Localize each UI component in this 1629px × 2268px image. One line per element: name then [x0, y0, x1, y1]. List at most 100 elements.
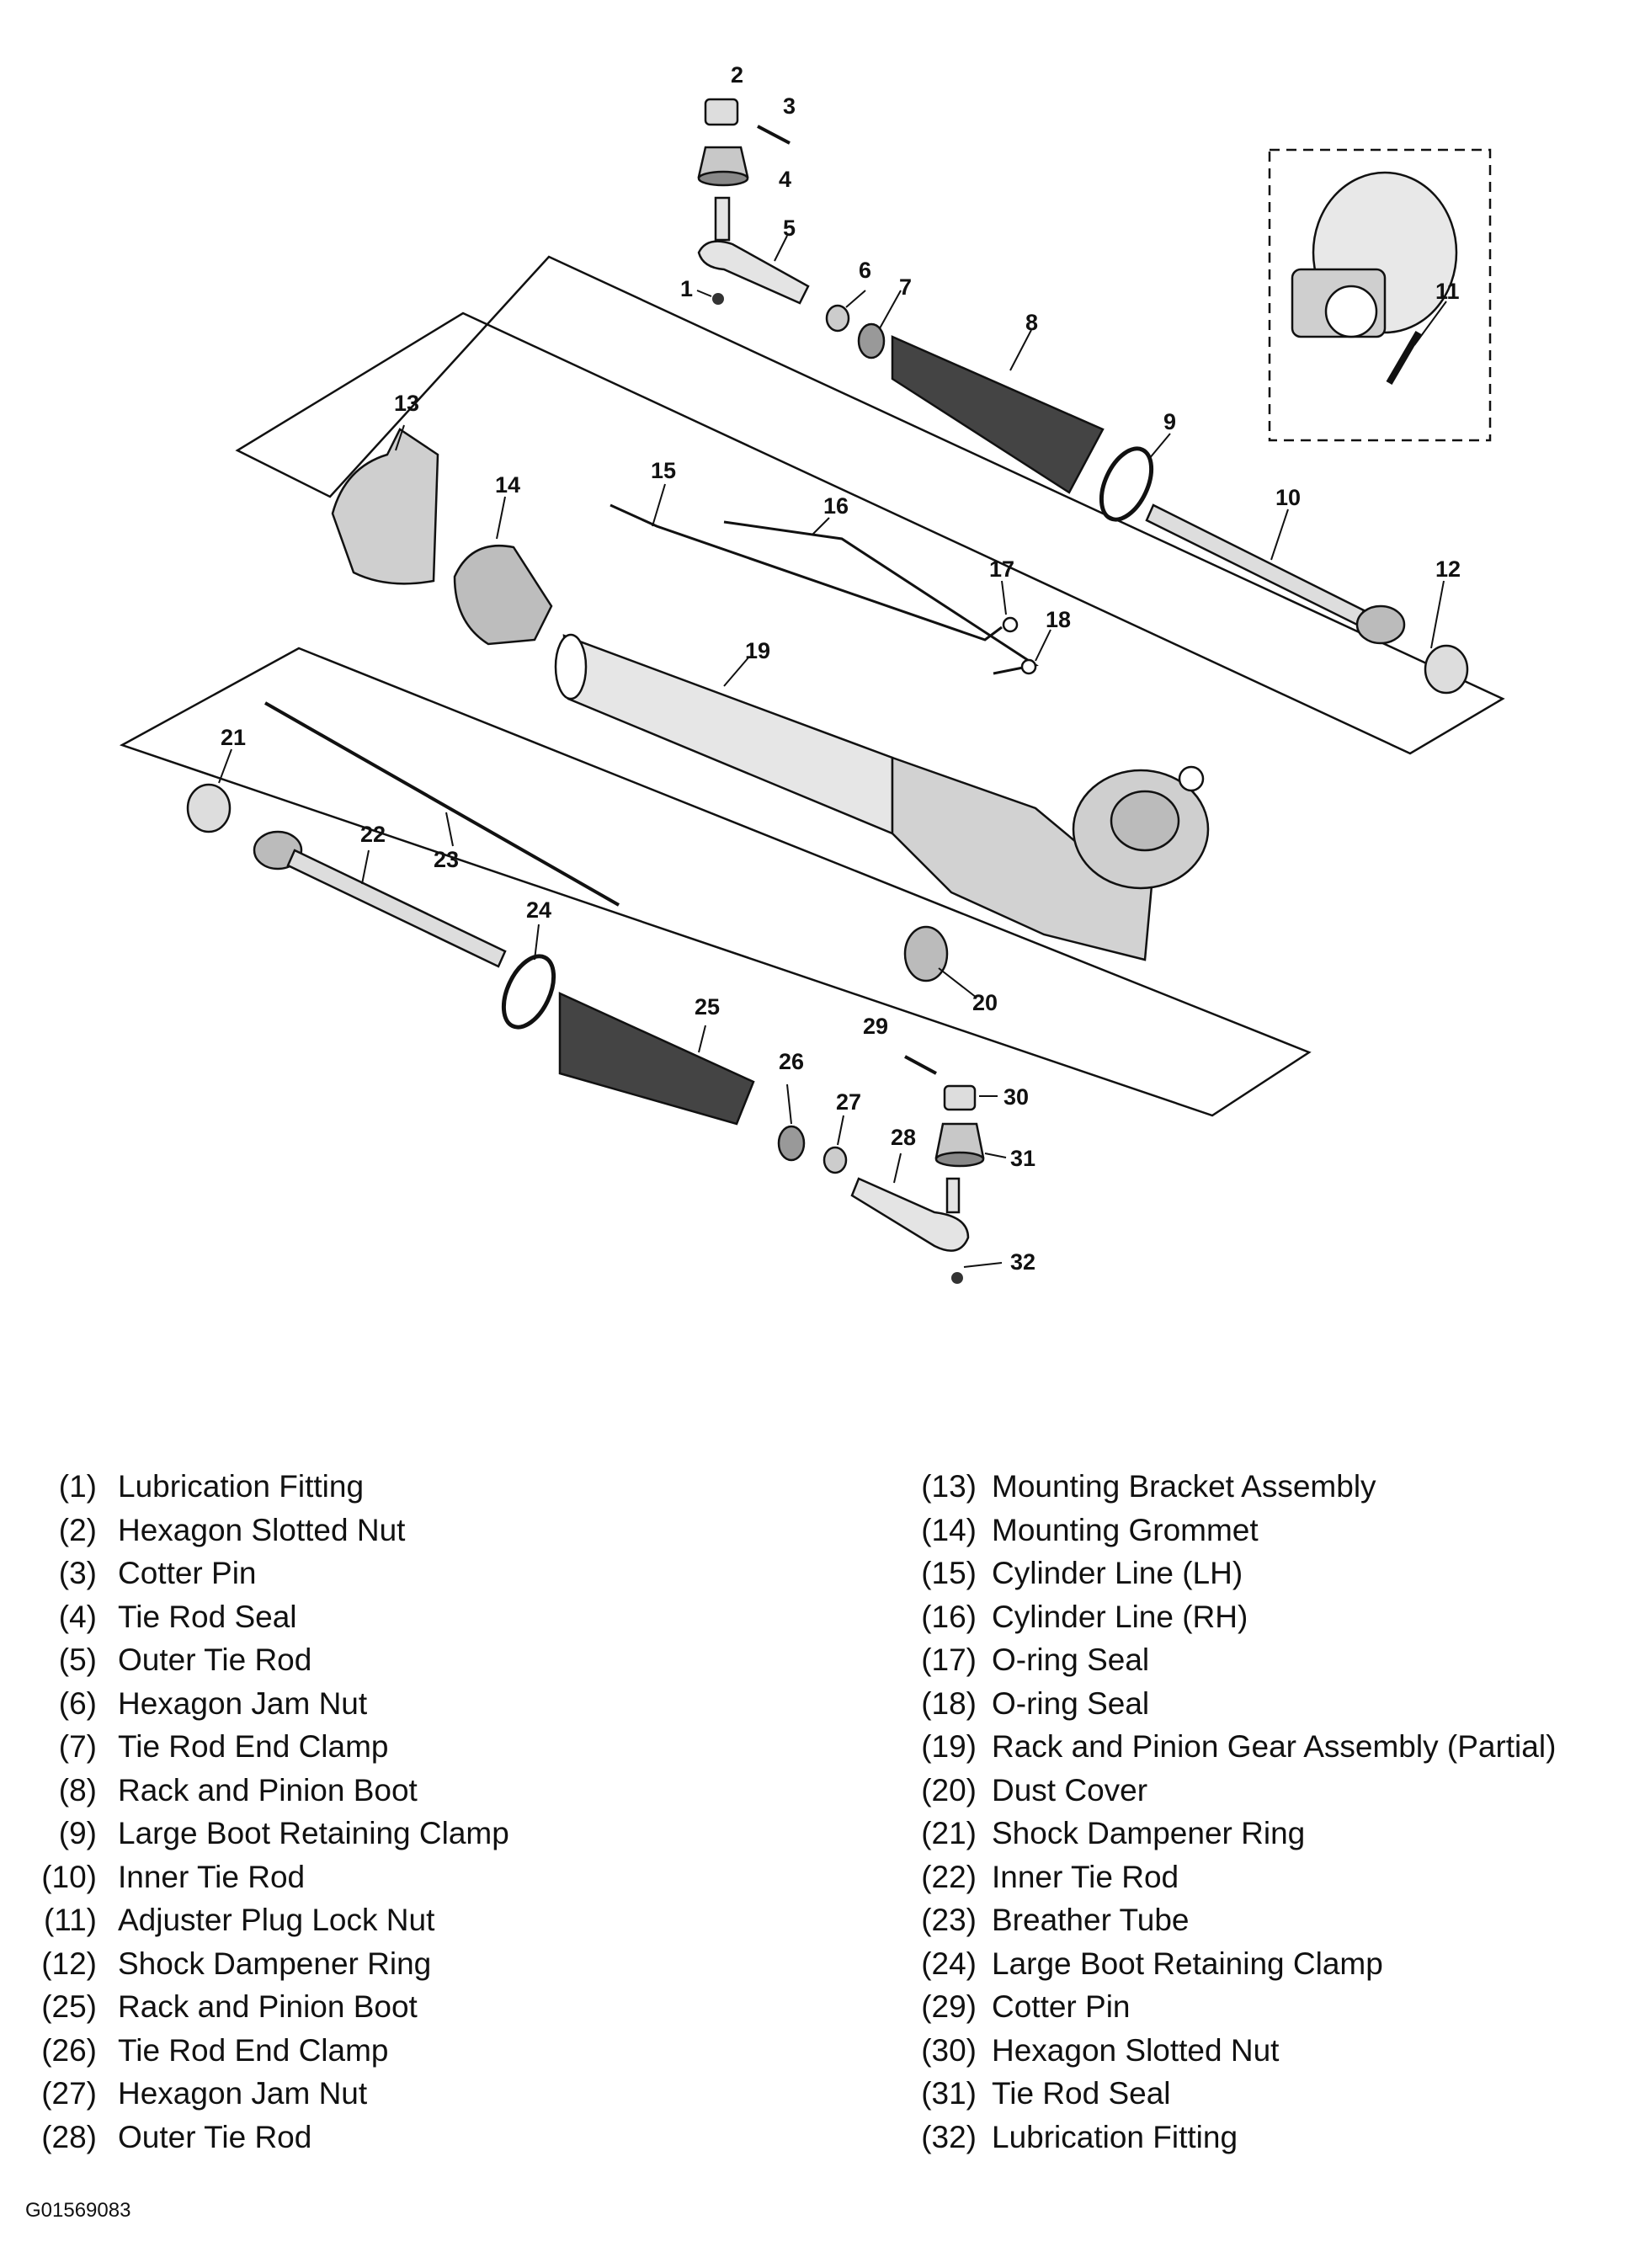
legend-label: Outer Tie Rod — [118, 2119, 312, 2154]
callout-10: 10 — [1275, 485, 1301, 510]
legend-number: (1) — [58, 1469, 97, 1504]
legend-label: O-ring Seal — [992, 1685, 1150, 1721]
legend-number: (4) — [58, 1599, 97, 1634]
legend-number: (6) — [58, 1685, 97, 1721]
legend-number: (21) — [921, 1816, 977, 1850]
legend-label: Lubrication Fitting — [118, 1469, 365, 1504]
callout-26: 26 — [779, 1049, 804, 1074]
legend-label: O-ring Seal — [992, 1642, 1150, 1677]
legend-label: Cotter Pin — [118, 1556, 257, 1590]
mounting-grommet — [453, 544, 553, 646]
legend-label: Tie Rod End Clamp — [118, 2032, 389, 2068]
legend-label: Dust Cover — [992, 1772, 1148, 1807]
legend-item: (5)Outer Tie Rod — [34, 1638, 791, 1682]
legend-label: Cylinder Line (LH) — [992, 1556, 1243, 1590]
legend-item: (32)Lubrication Fitting — [901, 2116, 1625, 2159]
callout-8: 8 — [1025, 310, 1038, 335]
legend-number: (31) — [921, 2076, 977, 2111]
callout-6: 6 — [859, 258, 871, 283]
callout-28: 28 — [891, 1125, 916, 1150]
callout-2: 2 — [731, 62, 743, 88]
shock-dampener-ring-left — [186, 783, 232, 833]
legend-label: Tie Rod Seal — [118, 1599, 297, 1634]
legend-label: Hexagon Jam Nut — [118, 2076, 368, 2111]
tie-rod-end-clamp-left — [777, 1125, 806, 1162]
legend-item: (2)Hexagon Slotted Nut — [34, 1509, 791, 1552]
legend-item: (28)Outer Tie Rod — [34, 2116, 791, 2159]
exploded-parts-diagram: 1 2 3 4 5 6 7 8 9 10 11 12 13 14 15 16 1… — [119, 62, 1505, 1284]
adjuster-plug-lock-nut — [1386, 330, 1422, 386]
o-ring-seal-17 — [1002, 616, 1019, 633]
legend-number: (22) — [921, 1859, 977, 1894]
legend-label: Tie Rod Seal — [992, 2076, 1171, 2111]
shock-dampener-ring-right — [1424, 644, 1469, 695]
legend-label: Hexagon Slotted Nut — [118, 1512, 406, 1547]
upper-assembly-panel — [235, 255, 1505, 755]
rack-pinion-gear-assembly — [554, 633, 1210, 961]
callout-20: 20 — [972, 990, 998, 1015]
callout-11: 11 — [1435, 279, 1460, 304]
callout-29: 29 — [863, 1014, 888, 1039]
legend-item: (12)Shock Dampener Ring — [34, 1942, 791, 1986]
inner-tie-rod-top — [1145, 503, 1406, 645]
legend-item: (3)Cotter Pin — [34, 1552, 791, 1595]
legend-label: Inner Tie Rod — [118, 1859, 306, 1894]
legend-label: Adjuster Plug Lock Nut — [118, 1903, 435, 1937]
o-ring-seal-18 — [1020, 658, 1037, 675]
legend-number: (23) — [921, 1903, 977, 1937]
legend-label: Breather Tube — [992, 1903, 1190, 1937]
legend-number: (17) — [921, 1642, 977, 1677]
adjuster-plug-inset — [1291, 171, 1458, 338]
legend-item: (27)Hexagon Jam Nut — [34, 2072, 791, 2116]
legend-item: (4) Tie Rod Seal — [34, 1595, 791, 1639]
legend-number: (7) — [58, 1729, 97, 1764]
legend-label: Rack and Pinion Boot — [118, 1989, 418, 2024]
legend-number: (32) — [921, 2119, 977, 2154]
legend-item: (23) Breather Tube — [901, 1898, 1625, 1942]
lubrication-fitting-top — [712, 293, 724, 305]
legend-item: (18) O-ring Seal — [901, 1682, 1625, 1726]
legend-number: (13) — [921, 1469, 977, 1504]
legend-item: (26)Tie Rod End Clamp — [34, 2029, 791, 2073]
callout-18: 18 — [1046, 607, 1071, 632]
legend-number: (11) — [43, 1903, 97, 1937]
legend-number: (5) — [58, 1642, 97, 1677]
legend-number: (18) — [921, 1685, 977, 1721]
callout-15: 15 — [651, 458, 676, 483]
legend-item: (30)Hexagon Slotted Nut — [901, 2029, 1625, 2073]
cotter-pin-bottom — [904, 1055, 937, 1075]
callout-7: 7 — [899, 274, 912, 300]
legend-label: Shock Dampener Ring — [992, 1816, 1306, 1850]
legend-item: (6)Hexagon Jam Nut — [34, 1682, 791, 1726]
callout-32: 32 — [1010, 1249, 1035, 1275]
large-boot-clamp-top — [1099, 446, 1154, 522]
legend-label: Inner Tie Rod — [992, 1859, 1179, 1894]
legend-number: (8) — [58, 1772, 97, 1807]
cylinder-line-rh — [723, 520, 1039, 675]
legend-label: Cylinder Line (RH) — [992, 1599, 1248, 1634]
callout-3: 3 — [783, 93, 796, 119]
inner-tie-rod-left — [253, 830, 507, 968]
legend-number: (10) — [41, 1859, 97, 1894]
legend-number: (15) — [921, 1556, 977, 1590]
rack-pinion-boot-left — [558, 992, 755, 1126]
callout-27: 27 — [836, 1089, 861, 1115]
legend-label: Large Boot Retaining Clamp — [118, 1816, 509, 1850]
callout-31: 31 — [1010, 1146, 1035, 1171]
legend-item: (9)Large Boot Retaining Clamp — [34, 1812, 791, 1855]
callout-14: 14 — [495, 472, 520, 498]
tie-rod-seal-bottom — [934, 1122, 985, 1168]
callout-9: 9 — [1163, 409, 1176, 434]
callout-23: 23 — [434, 847, 459, 872]
legend-label: Shock Dampener Ring — [118, 1946, 432, 1981]
hexagon-jam-nut-top — [825, 304, 850, 333]
lower-assembly-panel — [119, 647, 1312, 1117]
parts-legend-right: (13)Mounting Bracket Assembly (14)Mounti… — [901, 1465, 1625, 2159]
legend-item: (7)Tie Rod End Clamp — [34, 1725, 791, 1769]
callout-17: 17 — [989, 556, 1014, 582]
legend-item: (13)Mounting Bracket Assembly — [901, 1465, 1625, 1509]
large-boot-clamp-left — [501, 954, 556, 1030]
legend-number: (20) — [921, 1772, 977, 1807]
callout-5: 5 — [783, 216, 796, 241]
legend-item: (14)Mounting Grommet — [901, 1509, 1625, 1552]
